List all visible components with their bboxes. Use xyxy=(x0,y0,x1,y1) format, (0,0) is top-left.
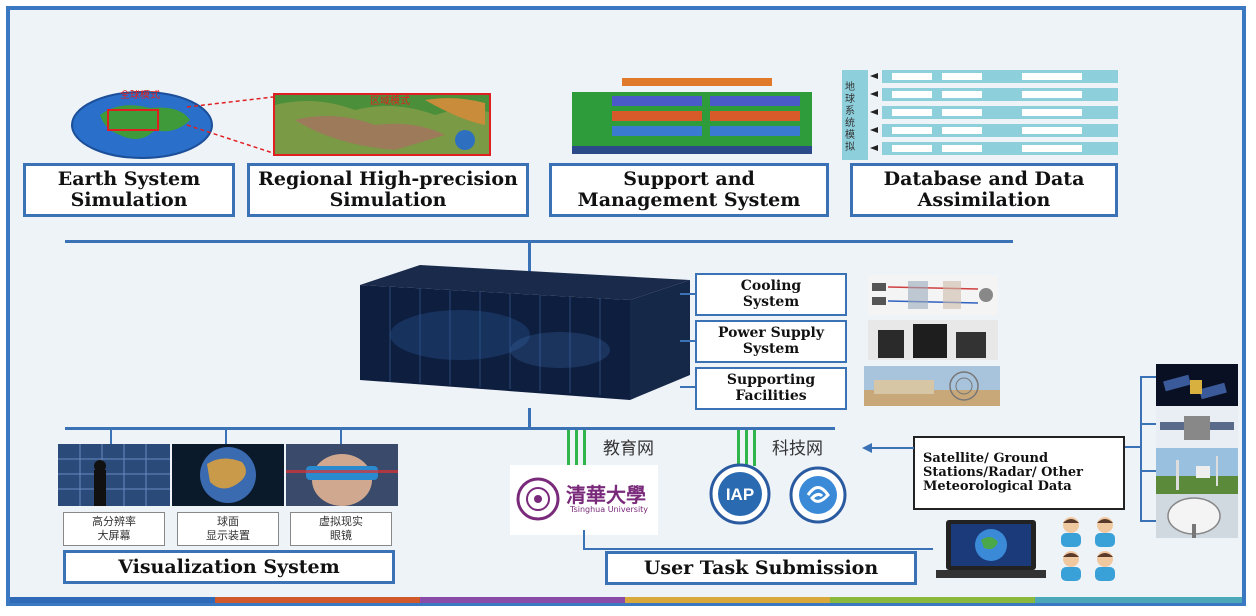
vis-item-3-line1: 虚拟现实 xyxy=(319,515,363,528)
tsinghua-name: 清華大學 xyxy=(566,483,646,507)
sources-bracket-2 xyxy=(1140,423,1156,425)
visualization-system-box: Visualization System xyxy=(63,550,395,584)
large-screen-image xyxy=(58,444,170,506)
vis-item-1-line1: 高分辨率 xyxy=(92,515,136,528)
data-arrow xyxy=(862,443,914,453)
vis-drop-2 xyxy=(225,428,227,444)
satellite-image xyxy=(1156,364,1238,406)
power-connector xyxy=(680,340,696,342)
vis-item-1-line2: 大屏幕 xyxy=(97,528,131,542)
supporting-facilities-box: Supporting Facilities xyxy=(695,367,847,410)
sources-bracket-4 xyxy=(1140,520,1156,522)
support-management-box: Support and Management System xyxy=(549,163,829,217)
vis-item-3-line2: 眼镜 xyxy=(330,528,352,542)
bottom-bar-gold xyxy=(625,597,830,603)
regional-model-label: 区域模式 xyxy=(370,96,410,107)
tech-network-label: 科技网 xyxy=(772,439,823,459)
vis-drop-1 xyxy=(110,428,112,444)
cooling-connector xyxy=(680,293,696,295)
sources-bracket-3 xyxy=(1140,470,1156,472)
sources-bracket-link xyxy=(1125,446,1141,448)
vis-drop-3 xyxy=(340,428,342,444)
vis-item-3-label: 虚拟现实 眼镜 xyxy=(290,512,392,546)
bottom-bar-green xyxy=(830,597,1035,603)
facilities-connector xyxy=(680,386,696,388)
regional-simulation-box: Regional High-precision Simulation xyxy=(247,163,529,217)
iap-text: IAP xyxy=(726,485,754,504)
meteorological-logo xyxy=(789,466,847,524)
supercomputer-image xyxy=(360,265,690,400)
sources-bracket-vertical xyxy=(1140,376,1142,522)
database-assimilation-box: Database and Data Assimilation xyxy=(850,163,1118,217)
cooling-system-box: Cooling System xyxy=(695,273,847,316)
db-side-label: 地球系统模拟 xyxy=(845,82,855,153)
sphere-display-image xyxy=(172,444,284,506)
lower-bus-stem xyxy=(528,408,531,428)
power-supply-image xyxy=(868,320,998,360)
top-bus-line xyxy=(65,240,1013,243)
tsinghua-sub: Tsinghua University xyxy=(570,505,649,514)
power-supply-box: Power Supply System xyxy=(695,320,847,363)
radar-image xyxy=(1156,494,1238,538)
tsinghua-logo: 清華大學 Tsinghua University xyxy=(510,465,658,535)
database-diagram: 地球系统模拟 xyxy=(842,70,1118,162)
zoom-connector xyxy=(186,96,274,154)
top-bus-stem xyxy=(528,242,531,272)
ground-station-image xyxy=(1156,448,1238,494)
vis-item-2-label: 球面 显示装置 xyxy=(177,512,279,546)
sources-bracket-1 xyxy=(1140,376,1156,378)
bottom-bar-purple xyxy=(420,597,625,603)
cooling-diagram-image xyxy=(868,275,998,315)
laptop-image xyxy=(936,520,1046,578)
user-task-submission-box: User Task Submission xyxy=(605,551,917,585)
lower-bus-line xyxy=(65,427,835,430)
users-icon xyxy=(1061,517,1115,581)
earth-system-simulation-box: Earth System Simulation xyxy=(23,163,235,217)
bottom-bar-orange xyxy=(215,597,420,603)
vis-item-1-label: 高分辨率 大屏幕 xyxy=(63,512,165,546)
satellite-2-image xyxy=(1156,406,1238,448)
global-model-label: 全球模式 xyxy=(120,90,160,101)
support-system-diagram xyxy=(572,78,812,154)
regional-map-image: 区域模式 xyxy=(273,93,491,156)
iap-logo: IAP xyxy=(709,463,771,525)
globe-image: 全球模式 xyxy=(70,90,215,160)
vr-glasses-image xyxy=(286,444,398,506)
task-link-left xyxy=(583,530,585,550)
vis-item-2-line1: 球面 xyxy=(217,515,239,528)
edu-network-label: 教育网 xyxy=(603,439,654,459)
supporting-facilities-image xyxy=(864,366,1000,406)
data-sources-box: Satellite/ Ground Stations/Radar/ Other … xyxy=(913,436,1125,510)
vis-item-2-line2: 显示装置 xyxy=(206,528,250,542)
bottom-bar-teal xyxy=(1035,597,1242,603)
task-link-bottom xyxy=(583,548,933,550)
bottom-bar-blue xyxy=(10,597,215,603)
